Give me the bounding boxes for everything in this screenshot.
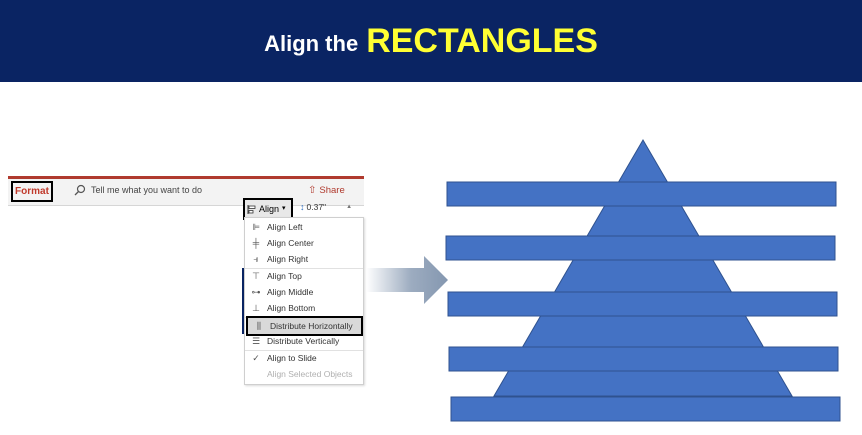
- tell-me-search[interactable]: Tell me what you want to do: [91, 185, 203, 195]
- menu-item-label: Align Selected Objects: [267, 369, 353, 379]
- menu-item-align-right[interactable]: ⫣ Align Right: [245, 251, 363, 267]
- align-dropdown-menu: ⊫ Align Left ╪ Align Center ⫣ Align Righ…: [244, 217, 364, 385]
- rectangle-shape-3[interactable]: [447, 291, 838, 317]
- align-button-label: Align: [259, 204, 280, 214]
- menu-item-label: Distribute Vertically: [267, 336, 340, 346]
- menu-item-label: Align Bottom: [267, 303, 316, 313]
- menu-item-label: Align Middle: [267, 287, 314, 297]
- triangle-shape[interactable]: [493, 139, 793, 397]
- rectangle-shape-5[interactable]: [450, 396, 841, 422]
- menu-item-label: Align Left: [267, 222, 303, 232]
- menu-item-distribute-horizontally[interactable]: ⫼ Distribute Horizontally: [246, 316, 363, 336]
- menu-separator: [245, 268, 363, 269]
- menu-item-align-top[interactable]: ⊤ Align Top: [245, 268, 363, 284]
- shape-height-value: 0.37": [306, 202, 327, 212]
- menu-item-align-left[interactable]: ⊫ Align Left: [245, 219, 363, 235]
- spinner-up-icon[interactable]: ▲: [346, 204, 353, 210]
- shape-height-field[interactable]: ↕ 0.37" ▲: [300, 202, 352, 212]
- chevron-down-icon: ▾: [282, 205, 286, 212]
- menu-item-align-selected-objects: Align Selected Objects: [245, 366, 363, 382]
- align-right-icon: ⫣: [253, 253, 259, 264]
- title-text: Align the: [264, 31, 359, 56]
- menu-item-label: Align Right: [267, 254, 309, 264]
- share-button[interactable]: ⇧ Share: [308, 182, 354, 200]
- tab-format[interactable]: Format: [11, 181, 53, 202]
- align-center-icon: ╪: [252, 238, 260, 248]
- menu-item-align-bottom[interactable]: ⊥ Align Bottom: [245, 300, 363, 316]
- rectangle-shape-1[interactable]: [446, 181, 837, 207]
- height-icon: ↕: [300, 202, 305, 212]
- distribute-horizontally-icon: ⫼: [256, 320, 262, 331]
- ribbon-tab-bar: Format Tell me what you want to do ⇧ Sha…: [8, 179, 364, 206]
- menu-item-label: Align to Slide: [267, 353, 317, 363]
- right-arrow-icon: [366, 256, 448, 304]
- menu-separator: [245, 350, 363, 351]
- align-top-icon: ⊤: [252, 270, 260, 281]
- share-label: Share: [319, 185, 345, 196]
- checkmark-icon: ✓: [252, 352, 260, 363]
- menu-item-align-to-slide[interactable]: ✓ Align to Slide: [245, 350, 363, 366]
- ribbon-accent-line: [8, 176, 364, 179]
- menu-item-align-middle[interactable]: ⊶ Align Middle: [245, 284, 363, 300]
- ribbon-screenshot: Format Tell me what you want to do ⇧ Sha…: [8, 176, 364, 386]
- search-icon: [74, 184, 86, 196]
- align-left-icon: ⊫: [252, 221, 260, 232]
- menu-item-label: Align Top: [267, 271, 302, 281]
- align-bottom-icon: ⊥: [252, 302, 260, 313]
- menu-item-label: Align Center: [267, 238, 314, 248]
- share-icon: ⇧: [308, 185, 317, 196]
- group-indicator-bar: [242, 268, 245, 334]
- align-middle-icon: ⊶: [251, 286, 261, 297]
- title-highlight-text: RECTANGLES: [366, 21, 598, 60]
- menu-item-align-center[interactable]: ╪ Align Center: [245, 235, 363, 251]
- rectangle-shape-2[interactable]: [445, 235, 836, 261]
- align-objects-icon: [247, 204, 256, 214]
- title-banner: Align the RECTANGLES: [0, 0, 862, 82]
- distribute-vertically-icon: ☰: [251, 335, 261, 346]
- menu-item-distribute-vertically[interactable]: ☰ Distribute Vertically: [245, 333, 363, 349]
- menu-item-label: Distribute Horizontally: [270, 321, 353, 331]
- rectangle-shape-4[interactable]: [448, 346, 839, 372]
